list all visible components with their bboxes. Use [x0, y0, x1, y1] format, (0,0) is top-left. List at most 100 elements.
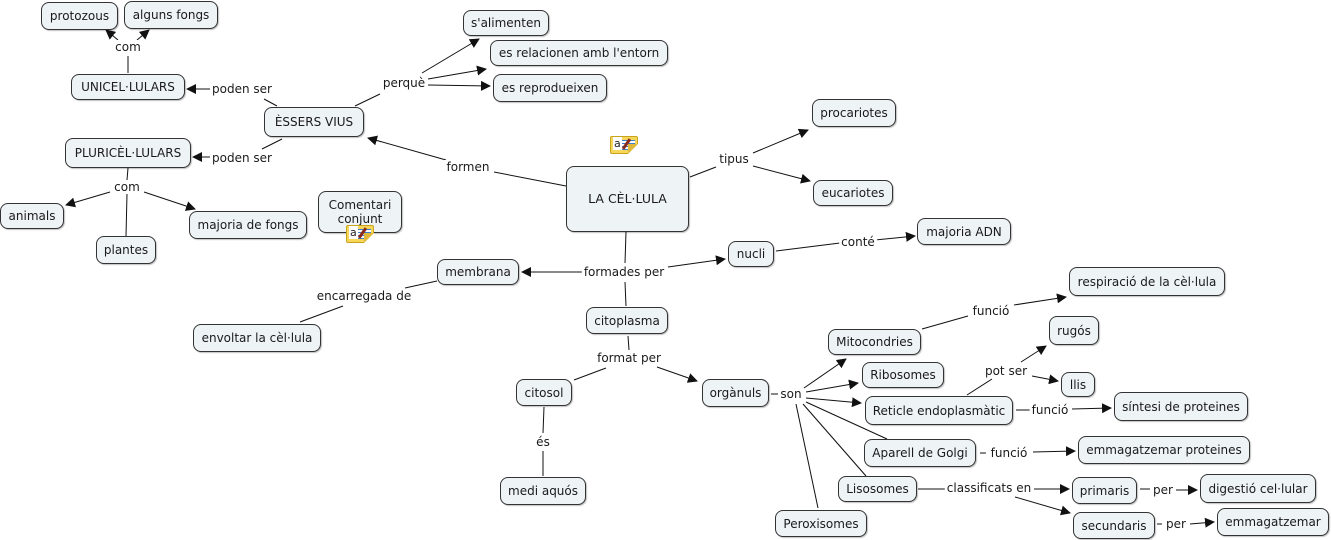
concept-es-reprodueixen[interactable]: es reprodueixen	[493, 74, 607, 102]
concept-nucli[interactable]: nucli	[728, 241, 774, 267]
link-son[interactable]: son	[778, 387, 804, 401]
edge	[1031, 374, 1059, 385]
concept-alguns-fongs[interactable]: alguns fongs	[124, 1, 218, 29]
concept-majoria-de-fongs[interactable]: majoria de fongs	[189, 211, 307, 239]
concept-emmagatzemar[interactable]: emmagatzemar	[1217, 508, 1329, 536]
concept-es-relacionen[interactable]: es relacionen amb l'entorn	[490, 40, 668, 66]
link-com-unicellulars[interactable]: com	[113, 40, 143, 54]
concept-unicellulars[interactable]: UNICEL·LULARS	[71, 74, 185, 100]
link-encarregada-de[interactable]: encarregada de	[314, 289, 414, 303]
annotation-note-icon[interactable]: a	[610, 136, 638, 154]
edge	[966, 378, 993, 396]
concept-llis[interactable]: llis	[1061, 372, 1095, 397]
concept-peroxisomes[interactable]: Peroxisomes	[775, 510, 867, 537]
link-tipus[interactable]: tipus	[717, 152, 751, 166]
edge	[427, 65, 487, 80]
note-letter: a	[349, 226, 358, 239]
concept-respiracio[interactable]: respiració de la cèl·lula	[1069, 267, 1225, 296]
edge	[427, 80, 491, 91]
concept-emmagatzemar-proteines[interactable]: emmagatzemar proteines	[1078, 436, 1250, 464]
edge	[493, 171, 567, 187]
concept-aparell-de-golgi[interactable]: Aparell de Golgi	[864, 439, 976, 467]
edge	[125, 193, 128, 237]
edge	[805, 379, 859, 393]
concept-digestio-cellular[interactable]: digestió cel·lular	[1200, 474, 1316, 503]
concept-rugos[interactable]: rugós	[1049, 316, 1099, 345]
edge	[299, 305, 344, 323]
link-es[interactable]: és	[534, 435, 552, 449]
concept-lisosomes[interactable]: Lisosomes	[838, 476, 917, 502]
link-format-per[interactable]: format per	[595, 351, 663, 365]
concept-citoplasma[interactable]: citoplasma	[586, 307, 668, 334]
edge	[656, 366, 698, 383]
edge	[775, 242, 841, 252]
link-per-secundaris[interactable]: per	[1164, 517, 1188, 531]
concept-medi-aquos[interactable]: medi aquós	[500, 477, 586, 505]
concept-plantes[interactable]: plantes	[96, 236, 156, 264]
concept-secundaris[interactable]: secundaris	[1073, 512, 1155, 539]
edge	[1013, 293, 1067, 306]
link-com-pluricellulars[interactable]: com	[112, 180, 142, 194]
edge	[1014, 496, 1071, 516]
edge	[795, 403, 819, 509]
link-per-primaris[interactable]: per	[1151, 483, 1175, 497]
edge	[1189, 517, 1215, 528]
concept-envoltar-la-cellula[interactable]: envoltar la cèl·lula	[193, 324, 321, 352]
concept-membrana[interactable]: membrana	[437, 259, 519, 285]
edge	[874, 231, 916, 242]
concept-primaris[interactable]: primaris	[1072, 477, 1137, 504]
link-classificats-en[interactable]: classificats en	[944, 481, 1034, 495]
link-pot-ser[interactable]: pot ser	[982, 364, 1030, 378]
link-funcio-mitocondries[interactable]: funció	[970, 304, 1012, 318]
edge	[1032, 446, 1076, 457]
edge	[404, 280, 438, 289]
edge	[542, 406, 545, 434]
link-perque[interactable]: perquè	[380, 76, 428, 90]
edge	[421, 38, 480, 74]
edge	[752, 165, 811, 184]
concept-salimenten[interactable]: s'alimenten	[463, 10, 549, 36]
concept-eucariotes[interactable]: eucariotes	[813, 180, 893, 206]
concept-pluricellulars[interactable]: PLURICÈL·LULARS	[65, 138, 191, 168]
concept-citosol[interactable]: citosol	[516, 379, 572, 406]
link-formen[interactable]: formen	[444, 160, 492, 174]
edge	[802, 403, 867, 477]
edge	[803, 358, 847, 389]
edge	[65, 191, 111, 208]
link-poden-ser-pluricellulars[interactable]: poden ser	[210, 151, 274, 165]
edge	[805, 397, 862, 408]
edge	[1071, 403, 1112, 414]
edge	[921, 315, 969, 330]
link-funcio-reticle[interactable]: funció	[1029, 403, 1071, 417]
edge	[624, 281, 627, 307]
annotation-note-icon[interactable]: a	[346, 225, 374, 243]
edge	[689, 166, 717, 178]
concept-comentari-conjunt[interactable]: Comentari conjunt	[318, 191, 402, 233]
edge	[667, 255, 726, 268]
edge	[354, 93, 381, 107]
concept-la-cellula[interactable]: LA CÈL·LULA	[566, 166, 689, 232]
page-fold-icon	[628, 144, 638, 154]
page-fold-icon	[364, 233, 374, 243]
concept-ribosomes[interactable]: Ribosomes	[862, 362, 944, 388]
concept-procariotes[interactable]: procariotes	[812, 99, 896, 127]
link-funcio-golgi[interactable]: funció	[988, 446, 1030, 460]
edge	[126, 167, 129, 181]
edge	[805, 401, 888, 440]
concept-majoria-adn[interactable]: majoria ADN	[917, 218, 1011, 245]
concept-mitocondries[interactable]: Mitocondries	[828, 329, 921, 355]
edge	[143, 191, 196, 211]
concept-essers-vius[interactable]: ÈSSERS VIUS	[264, 107, 364, 137]
link-poden-ser-unicellulars[interactable]: poden ser	[210, 82, 274, 96]
concept-protozous[interactable]: protozous	[41, 2, 118, 30]
concept-reticle-endoplasmatic[interactable]: Reticle endoplasmàtic	[865, 396, 1013, 425]
link-conte[interactable]: conté	[839, 235, 877, 249]
note-letter: a	[613, 137, 622, 150]
edge	[1020, 345, 1047, 363]
concept-sintesi-de-proteines[interactable]: síntesi de proteines	[1114, 392, 1248, 421]
concept-organuls[interactable]: orgànuls	[702, 379, 769, 407]
link-formades-per[interactable]: formades per	[581, 265, 667, 279]
concept-animals[interactable]: animals	[0, 203, 64, 229]
